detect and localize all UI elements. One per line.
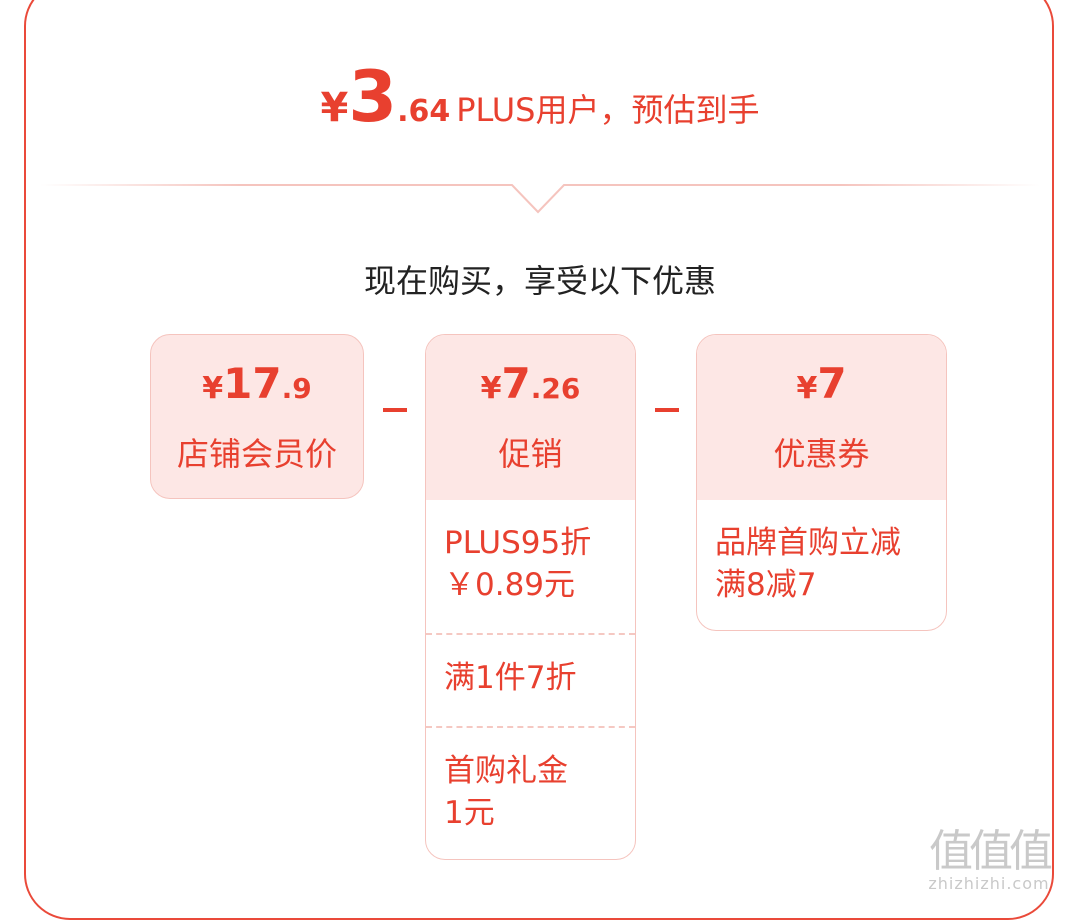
member-price-decimal: .9 xyxy=(281,372,312,405)
site-watermark: 值值值 zhizhizhi.com xyxy=(914,826,1064,894)
coupon-card: ¥7 优惠券 品牌首购立减 满8减7 xyxy=(696,334,947,631)
promotion-item-first-purchase-gift: 首购礼金 1元 xyxy=(426,726,635,859)
subtitle: 现在购买，享受以下优惠 xyxy=(363,262,716,300)
promotion-price-decimal: .26 xyxy=(530,372,581,405)
promotion-item-plus-discount: PLUS95折 ￥0.89元 xyxy=(426,500,635,633)
promotion-currency: ¥ xyxy=(480,371,502,406)
promotion-item-line: 首购礼金 xyxy=(444,753,568,789)
member-price-integer: 17 xyxy=(223,359,282,408)
coupon-price-integer: 7 xyxy=(817,359,847,408)
headline-label: PLUS用户，预估到手 xyxy=(456,91,760,129)
coupon-item-line: 品牌首购立减 xyxy=(715,525,901,561)
promotion-label: 促销 xyxy=(498,435,563,473)
promotion-price: ¥7.26 xyxy=(426,363,635,405)
promotion-price-integer: 7 xyxy=(501,359,531,408)
member-currency: ¥ xyxy=(202,371,224,406)
headline-price-decimal: .64 xyxy=(397,94,451,129)
promotion-card: ¥7.26 促销 PLUS95折 ￥0.89元 满1件7折 首购礼金 1元 xyxy=(425,334,636,860)
member-price: ¥17.9 xyxy=(151,363,363,405)
headline-price-integer: 3 xyxy=(348,56,398,138)
promotion-item-line: PLUS95折 xyxy=(444,525,592,561)
coupon-item-line: 满8减7 xyxy=(715,567,817,603)
member-price-card: ¥17.9 店铺会员价 xyxy=(150,334,364,499)
minus-sign-2 xyxy=(655,408,679,412)
promotion-item-line: 1元 xyxy=(444,795,495,831)
coupon-label: 优惠券 xyxy=(773,435,870,473)
coupon-item-brand-first-purchase: 品牌首购立减 满8减7 xyxy=(697,500,946,630)
member-price-label: 店铺会员价 xyxy=(176,435,337,473)
promotion-item-quantity-discount: 满1件7折 xyxy=(426,633,635,726)
watermark-logo: 值值值 xyxy=(929,826,1053,877)
coupon-price: ¥7 xyxy=(697,363,946,405)
headline-divider xyxy=(40,184,1040,214)
coupon-currency: ¥ xyxy=(796,371,818,406)
promotion-item-line: 满1件7折 xyxy=(444,660,577,696)
watermark-site: zhizhizhi.com xyxy=(928,874,1050,893)
headline-currency: ¥ xyxy=(320,85,349,131)
minus-sign-1 xyxy=(383,408,407,412)
promotion-item-line: ￥0.89元 xyxy=(444,567,576,603)
